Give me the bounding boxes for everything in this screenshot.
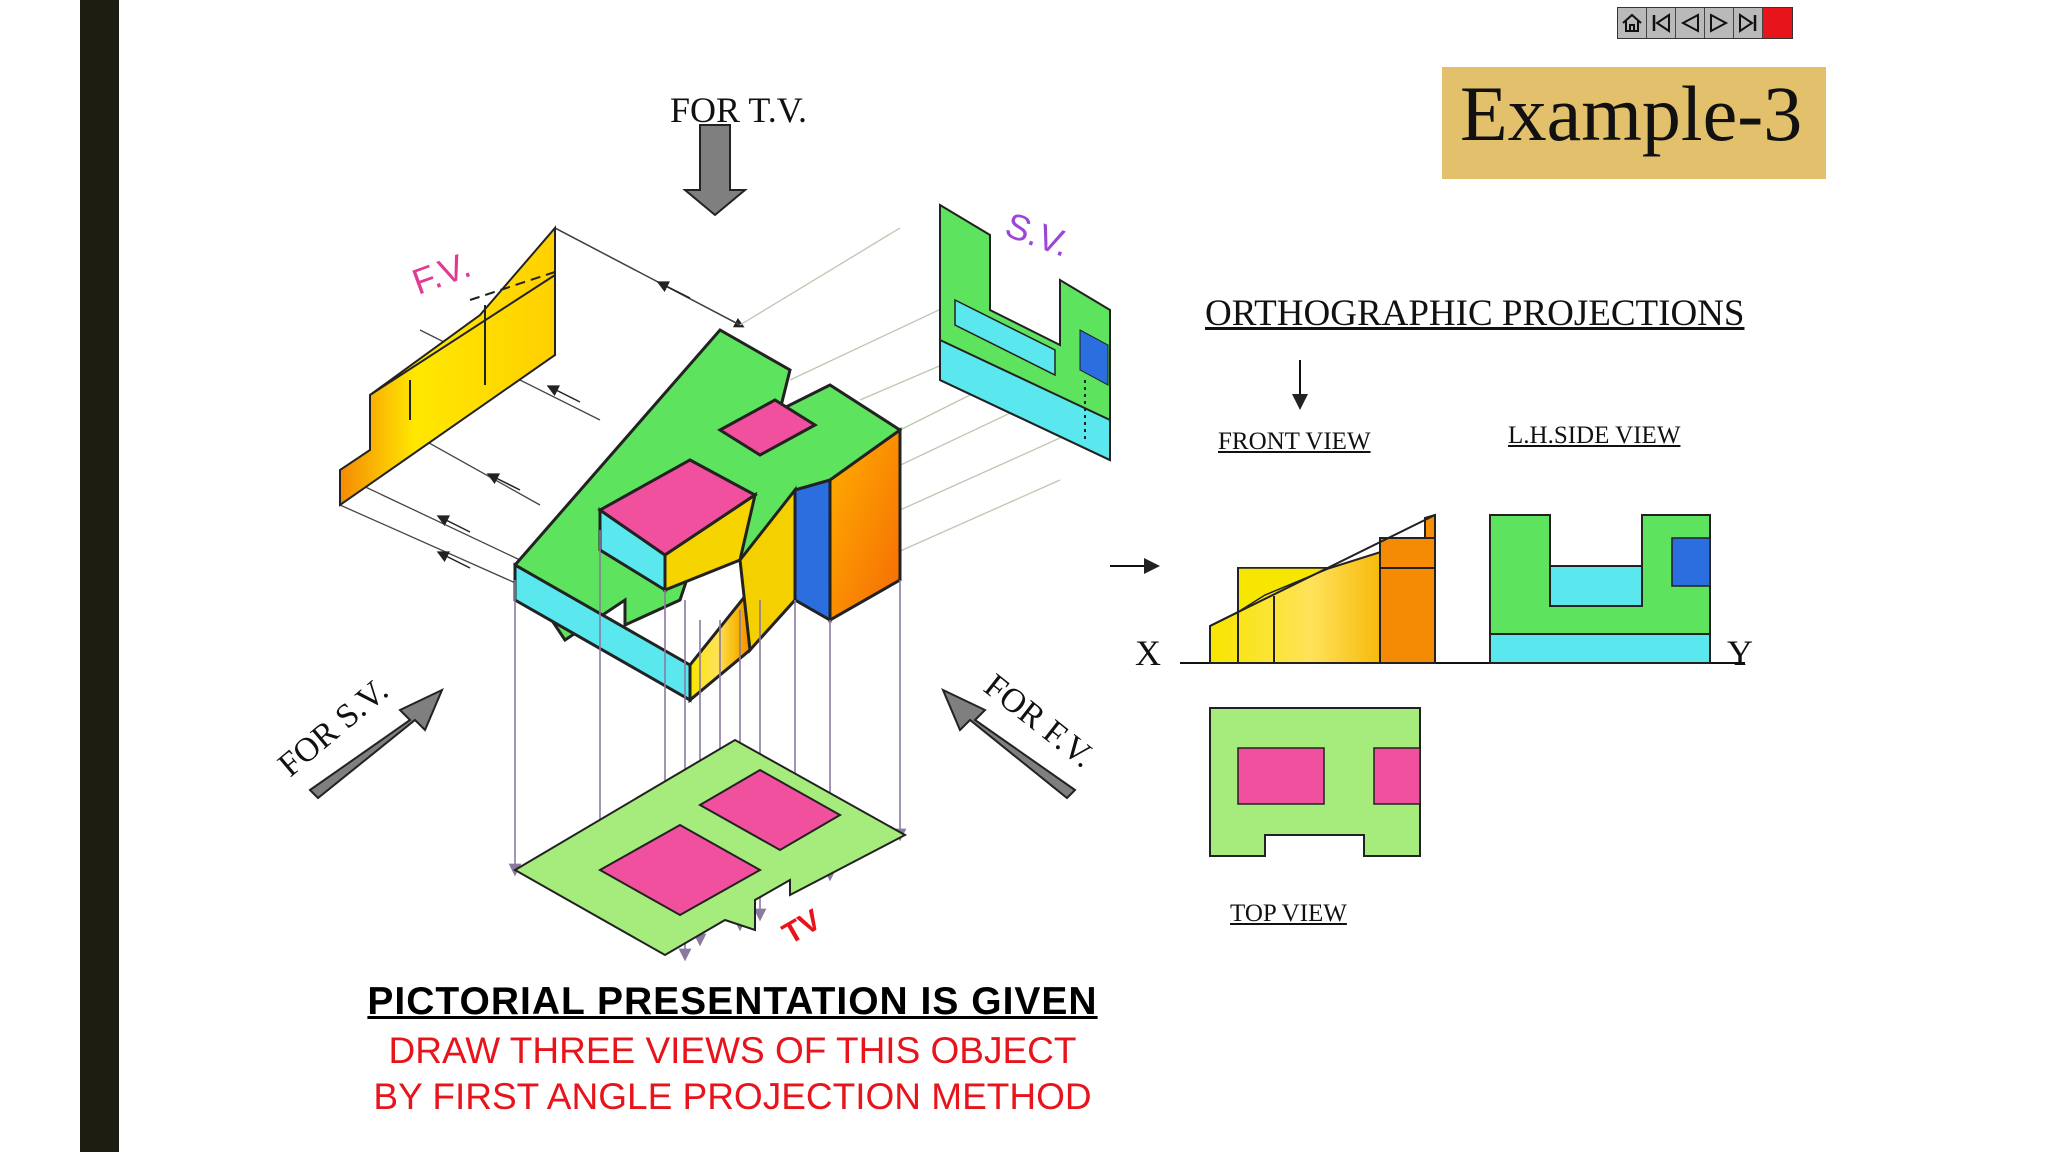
last-slide-button[interactable] [1734, 8, 1763, 38]
home-button[interactable] [1618, 8, 1647, 38]
fv-direction-arrow [941, 687, 1077, 800]
caption-title: PICTORIAL PRESENTATION IS GIVEN [367, 980, 1098, 1023]
home-icon [1622, 13, 1642, 32]
x-label: X [1135, 633, 1161, 673]
previous-icon [1680, 13, 1699, 33]
isometric-object [513, 328, 903, 704]
next-button[interactable] [1705, 8, 1734, 38]
fv-projection-arrows [436, 281, 691, 569]
first-slide-button[interactable] [1647, 8, 1676, 38]
orthographic-heading: ORTHOGRAPHIC PROJECTIONS [1205, 293, 1745, 334]
tv-direction-arrow [682, 124, 748, 217]
top-view-label: TOP VIEW [1230, 900, 1347, 927]
first-slide-icon [1652, 13, 1670, 33]
tv-floor-plan [513, 738, 908, 957]
slide-title-box: Example-3 [1442, 67, 1826, 179]
slide-title: Example-3 [1460, 70, 1803, 157]
y-label: Y [1727, 633, 1753, 673]
next-icon [1710, 13, 1729, 33]
fv-tag: F.V. [407, 244, 476, 303]
front-view-drawing [1209, 513, 1436, 664]
slide-navigation [1617, 7, 1793, 39]
side-view-drawing [1489, 514, 1711, 664]
stop-button[interactable] [1763, 8, 1792, 38]
for-tv-label: FOR T.V. [670, 90, 807, 130]
side-view-label: L.H.SIDE VIEW [1508, 422, 1681, 449]
sv-direction-arrow [308, 687, 444, 800]
sv-tag: S.V. [1000, 204, 1075, 265]
front-view-label: FRONT VIEW [1218, 428, 1371, 455]
top-view-drawing [1209, 707, 1421, 857]
fv-projection-lines [339, 227, 745, 586]
caption-instruction-line2: BY FIRST ANGLE PROJECTION METHOD [373, 1076, 1092, 1117]
for-fv-label: FOR F.V. [977, 667, 1101, 775]
left-decorative-bar [80, 0, 119, 1152]
tv-tag: TV [777, 903, 827, 951]
for-sv-label: FOR S.V. [271, 672, 395, 784]
caption-instruction-line1: DRAW THREE VIEWS OF THIS OBJECT [388, 1030, 1077, 1071]
last-slide-icon [1739, 13, 1757, 33]
previous-button[interactable] [1676, 8, 1705, 38]
sv-panel [939, 203, 1111, 462]
fv-panel [339, 225, 556, 507]
